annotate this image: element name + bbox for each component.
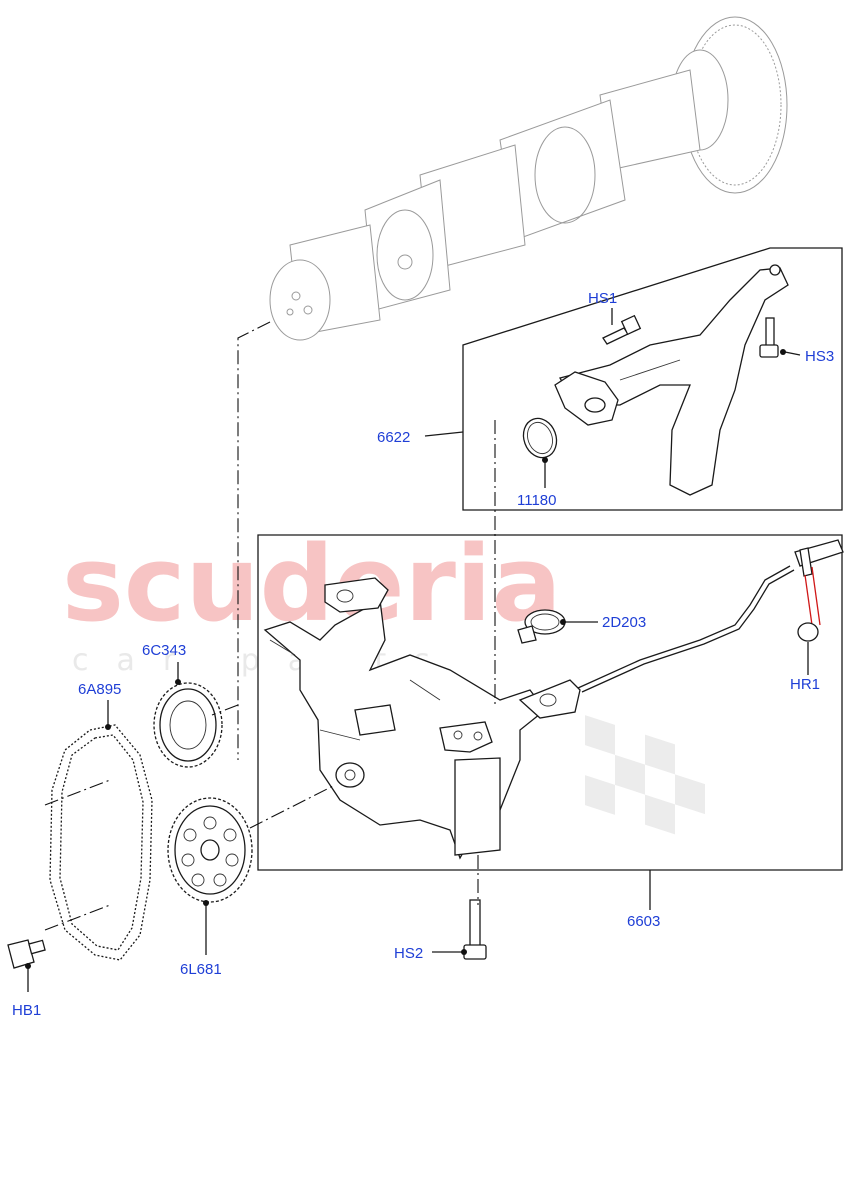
seal-2d203[interactable] — [517, 609, 566, 644]
oil-pump-6603[interactable] — [263, 577, 581, 860]
leader-dot — [780, 349, 786, 355]
leader-dot — [203, 900, 209, 906]
leader-dot — [461, 949, 467, 955]
leader-dot — [542, 457, 548, 463]
label-6622[interactable]: 6622 — [377, 429, 410, 446]
group-box-6622 — [462, 247, 843, 511]
label-hs1[interactable]: HS1 — [588, 290, 617, 307]
label-6a895[interactable]: 6A895 — [78, 681, 121, 698]
label-hs2[interactable]: HS2 — [394, 945, 423, 962]
label-11180[interactable]: 11180 — [517, 492, 557, 509]
leader-dot — [105, 724, 111, 730]
part-labels: HS1 HS3 6622 11180 2D203 HR1 6C343 6A895… — [12, 290, 834, 1019]
alignment-lines — [44, 321, 496, 931]
oil-level-sensor-harness[interactable] — [577, 539, 844, 693]
sprocket-6c343[interactable] — [153, 682, 223, 768]
bolt-hs3[interactable] — [759, 317, 779, 358]
bolt-hs2[interactable] — [463, 899, 487, 960]
harness-clip-hr1[interactable] — [797, 622, 819, 642]
timing-chain-6a895[interactable] — [49, 724, 153, 961]
checker-flag-icon — [585, 715, 705, 835]
leader-dot — [560, 619, 566, 625]
label-6l681[interactable]: 6L681 — [180, 961, 222, 978]
label-6c343[interactable]: 6C343 — [142, 642, 186, 659]
label-hr1[interactable]: HR1 — [790, 676, 820, 693]
sprocket-6l681[interactable] — [167, 797, 253, 903]
crankshaft-ghost — [269, 16, 788, 341]
label-2d203[interactable]: 2D203 — [602, 614, 646, 631]
bolt-hs1[interactable] — [602, 314, 642, 345]
bolt-hb1[interactable] — [7, 939, 46, 969]
leader-dot — [175, 679, 181, 685]
oil-pickup-pipe-6622[interactable] — [554, 264, 789, 496]
label-hb1[interactable]: HB1 — [12, 1002, 41, 1019]
leader-dot — [25, 963, 31, 969]
group-box-6603 — [257, 534, 843, 871]
label-6603[interactable]: 6603 — [627, 913, 660, 930]
watermark-brand: scuderia — [62, 523, 562, 645]
label-hs3[interactable]: HS3 — [805, 348, 834, 365]
leader-lines — [25, 308, 809, 992]
o-ring-11180[interactable] — [518, 414, 562, 463]
